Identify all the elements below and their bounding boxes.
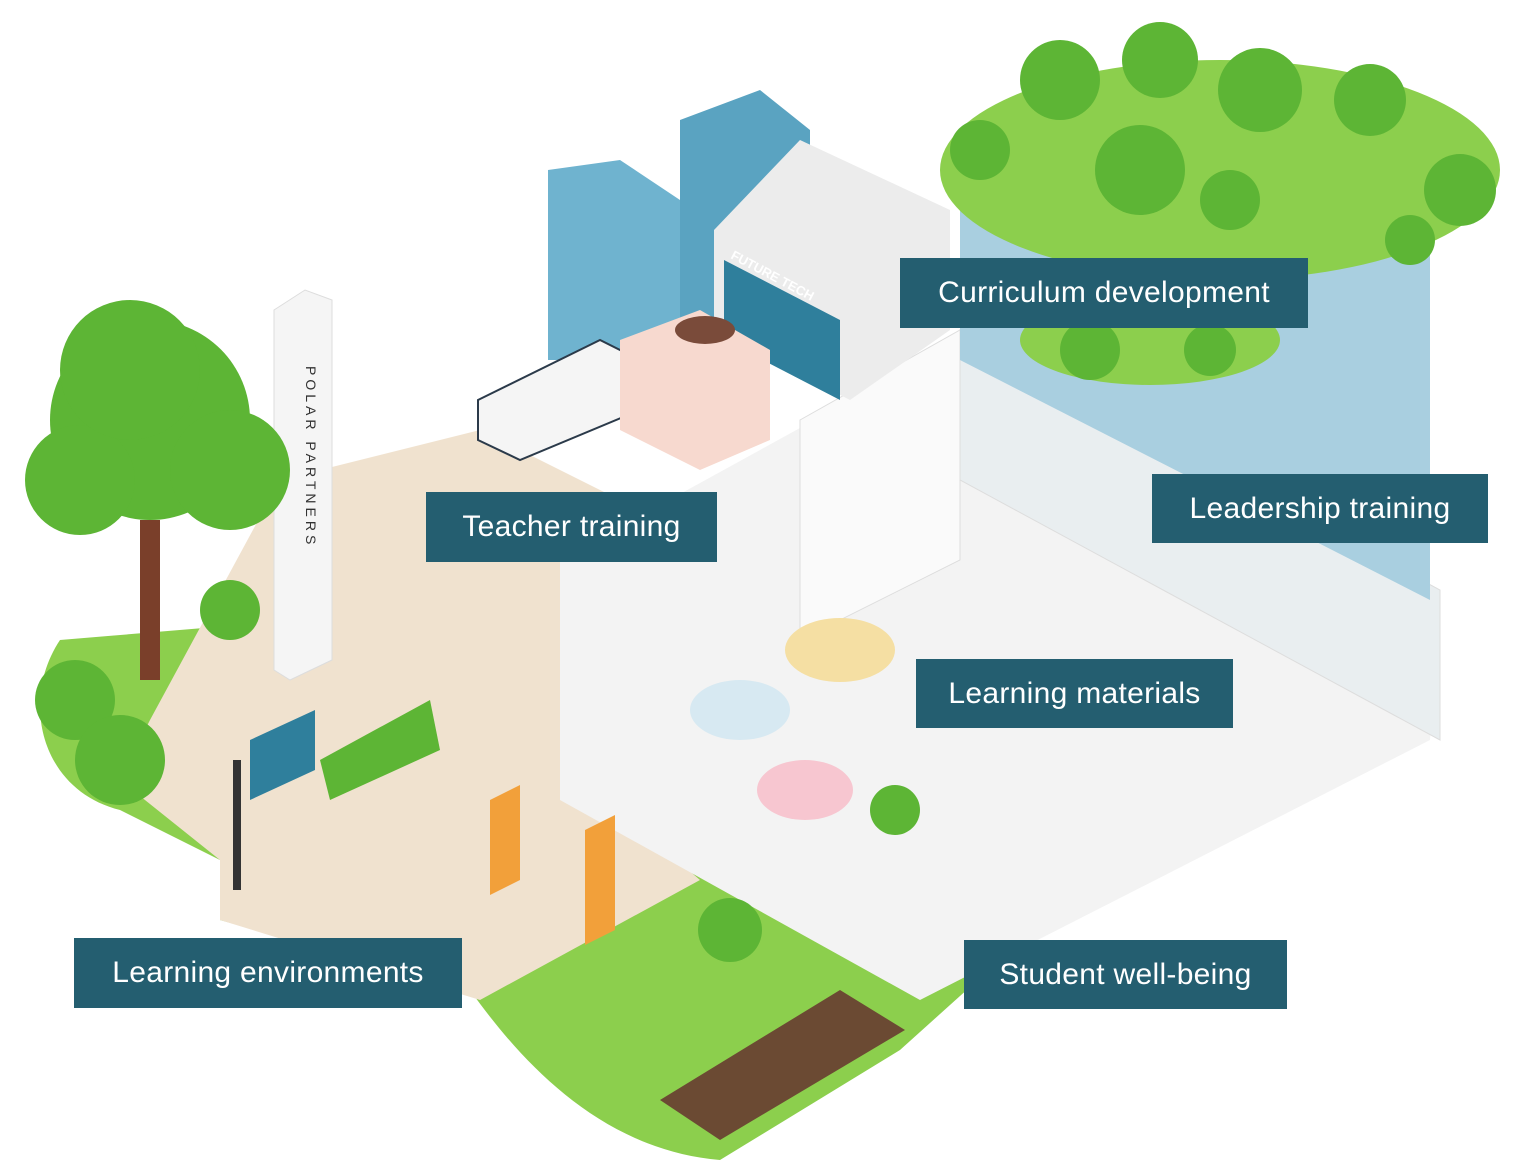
cafe xyxy=(620,310,770,470)
label-learning-materials: Learning materials xyxy=(916,659,1233,728)
basketball-hoop-pole xyxy=(233,760,241,890)
climbing-frame xyxy=(490,785,615,945)
vegetable-garden xyxy=(660,990,905,1140)
rug-yellow xyxy=(785,618,895,682)
polar-partners-pillar xyxy=(273,289,333,681)
basketball-backboard xyxy=(250,710,315,800)
building-window-band xyxy=(724,260,840,400)
coffee-cup xyxy=(675,316,735,344)
pillar-sign: POLAR PARTNERS xyxy=(303,366,319,548)
label-leadership-training: Leadership training xyxy=(1152,474,1488,543)
tree-trunk xyxy=(140,520,160,680)
label-curriculum-development: Curriculum development xyxy=(900,258,1308,328)
label-student-well-being: Student well-being xyxy=(964,940,1287,1009)
tree-canopy xyxy=(25,300,290,535)
label-teacher-training: Teacher training xyxy=(426,492,717,562)
rug-pink xyxy=(757,760,853,820)
label-learning-environments: Learning environments xyxy=(74,938,462,1008)
rooftop-bushes xyxy=(950,22,1496,380)
rug-blue xyxy=(690,680,790,740)
bushes xyxy=(35,580,920,962)
glass-tower-left xyxy=(548,160,680,360)
hedge xyxy=(320,700,440,800)
